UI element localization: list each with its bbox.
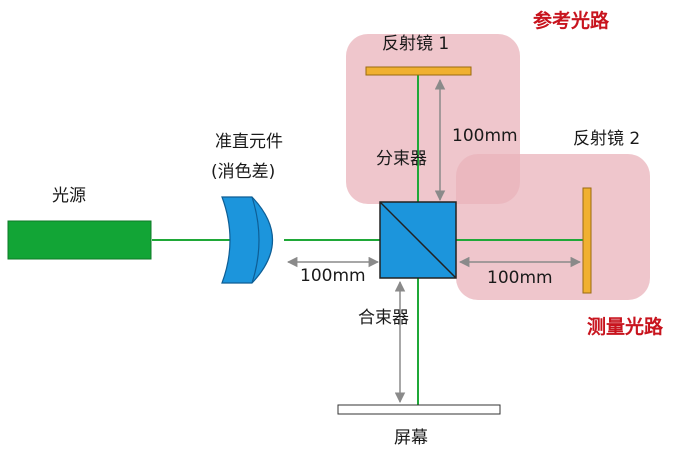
collimator-distance-label: 100mm [300,266,366,286]
screen-label: 屏幕 [394,428,428,448]
beam-splitter-label: 分束器 [376,149,427,169]
reference-distance-label: 100mm [452,126,518,146]
collimator-label: 准直元件 [215,132,283,152]
reference-path-title: 参考光路 [533,10,610,32]
mirror1-label: 反射镜 1 [382,34,450,54]
measurement-path-region [456,154,650,300]
beam-combiner-label: 合束器 [358,308,409,328]
screen-plate [337,404,501,415]
beam-splitter-diagonal [379,201,457,279]
collimator-lens-interface [251,196,260,284]
light-source-label: 光源 [52,186,86,206]
measurement-path-title: 测量光路 [587,316,664,338]
measurement-distance-label: 100mm [487,268,553,288]
mirror-2 [582,187,592,294]
collimator-lens [221,196,273,284]
light-source-box [7,220,152,260]
mirror-1 [365,66,472,76]
mirror2-label: 反射镜 2 [573,129,641,149]
collimator-sublabel: (消色差) [211,162,276,182]
